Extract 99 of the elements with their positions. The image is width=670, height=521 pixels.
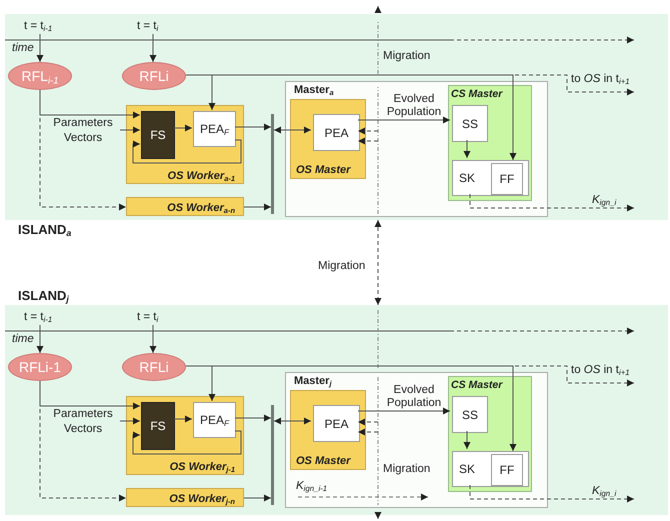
- arrow: [470, 484, 634, 502]
- input-label: Parameters Vectors: [46, 407, 120, 437]
- arrow: [150, 324, 156, 354]
- cs-master-panel: [448, 376, 532, 492]
- node-label: FS: [150, 419, 166, 433]
- panel-title: OS Worker$_{a-1}$: [168, 170, 235, 182]
- process-box: [491, 163, 523, 195]
- arrow: [120, 418, 140, 424]
- os-master-panel: [290, 390, 366, 470]
- edge-label: Evolved Population: [386, 93, 442, 119]
- bus-bar: [271, 405, 274, 505]
- node-label: PEA: [324, 416, 348, 430]
- panel-title: Master$_{j}$: [294, 375, 332, 387]
- panel-title: CS Master: [451, 88, 502, 100]
- arrow: [150, 34, 156, 62]
- panel-title: OS Worker$_{j-1}$: [170, 461, 235, 473]
- node-label: SS: [462, 408, 478, 422]
- arrow: [358, 418, 378, 426]
- text-label: time: [12, 42, 34, 54]
- node-label: SK: [459, 462, 476, 476]
- input-label: Parameters Vectors: [46, 116, 120, 146]
- process-box: [452, 160, 529, 196]
- edge-label: Evolved Population: [386, 384, 442, 410]
- arrow: [464, 430, 470, 450]
- node-label: RFL$_{i-1}$: [21, 68, 59, 84]
- arrow: [358, 428, 378, 436]
- node-label: PEA$_{F}$: [200, 413, 229, 427]
- process-box: [491, 454, 523, 486]
- arrow: [234, 414, 272, 422]
- time-mark-label: t = t$_{i-1}$: [24, 18, 74, 34]
- cs-master-panel: [448, 85, 532, 201]
- arrow: [470, 194, 634, 212]
- panel-title: CS Master: [451, 379, 502, 391]
- node-label: PEA$_{F}$: [200, 122, 229, 136]
- island-heading: ISLAND$_{j}$: [18, 288, 69, 304]
- bus-bar: [271, 114, 274, 214]
- master-panel: [285, 81, 548, 217]
- node-label: FF: [500, 172, 514, 186]
- node-label: RFLi: [139, 68, 169, 84]
- process-box: [313, 405, 360, 442]
- arrow: [244, 494, 272, 502]
- arrow: [132, 140, 242, 164]
- panel-title: Master$_{a}$: [294, 84, 334, 96]
- node-label: RFLi-1: [18, 359, 61, 375]
- edge-label: to OS in t$_{i+1}$: [571, 364, 630, 377]
- arrow: [174, 416, 192, 422]
- arrow: [358, 128, 378, 134]
- arrow: [244, 204, 272, 210]
- process-box: [313, 114, 360, 151]
- arrow: [464, 140, 470, 158]
- panel-title: OS Worker$_{a-n}$: [167, 202, 235, 214]
- arrow: [40, 380, 126, 502]
- time-mark-label: t = t$_{i}$: [137, 18, 173, 34]
- process-box: [141, 111, 175, 159]
- process-box: [193, 402, 236, 438]
- node-label: FS: [150, 128, 166, 142]
- time-mark-label: t = t$_{i-1}$: [24, 309, 74, 325]
- process-box: [452, 396, 488, 433]
- arrow: [36, 34, 44, 62]
- arrow: [120, 126, 140, 134]
- text-label: Migration: [383, 463, 430, 475]
- node-label: SK: [459, 171, 476, 185]
- worker-panel: [126, 197, 244, 216]
- arrow: [234, 124, 272, 130]
- panel-title: OS Master: [296, 164, 350, 176]
- panel-title: OS Master: [296, 455, 350, 467]
- arrow: [274, 418, 312, 424]
- panel-title: OS Worker$_{j-n}$: [169, 493, 235, 505]
- arrow: [40, 90, 126, 210]
- island-heading: ISLAND$_{a}$: [18, 222, 72, 238]
- text-label: K$_{ign_i-1}$: [296, 480, 328, 492]
- arrow: [374, 220, 382, 306]
- os-master-panel: [290, 99, 366, 179]
- text-label: time: [12, 333, 34, 345]
- arrow: [358, 408, 450, 414]
- arrow: [132, 430, 242, 454]
- master-panel: [285, 372, 548, 508]
- node-label: SS: [462, 116, 478, 130]
- arrow: [36, 324, 44, 354]
- process-box: [193, 111, 236, 147]
- arrow: [174, 124, 192, 132]
- worker-panel: [126, 488, 244, 507]
- process-box: [452, 105, 488, 142]
- time-mark-label: t = t$_{i}$: [137, 309, 173, 325]
- process-box: [452, 451, 529, 487]
- edge-label: to OS in t$_{i+1}$: [571, 73, 630, 86]
- worker-panel: [126, 396, 244, 475]
- arrow: [358, 138, 378, 144]
- process-box: [141, 402, 175, 450]
- node-label: RFLi: [139, 359, 169, 375]
- node-label: FF: [500, 463, 514, 477]
- edge-label: K$_{ign_i}$: [592, 485, 616, 498]
- arrow: [274, 126, 312, 134]
- text-label: Migration: [383, 50, 430, 62]
- edge-label: Migration: [318, 260, 366, 273]
- arrow: [358, 116, 450, 124]
- worker-panel: [126, 105, 244, 184]
- node-label: PEA: [324, 126, 348, 140]
- edge-label: K$_{ign_i}$: [592, 194, 616, 207]
